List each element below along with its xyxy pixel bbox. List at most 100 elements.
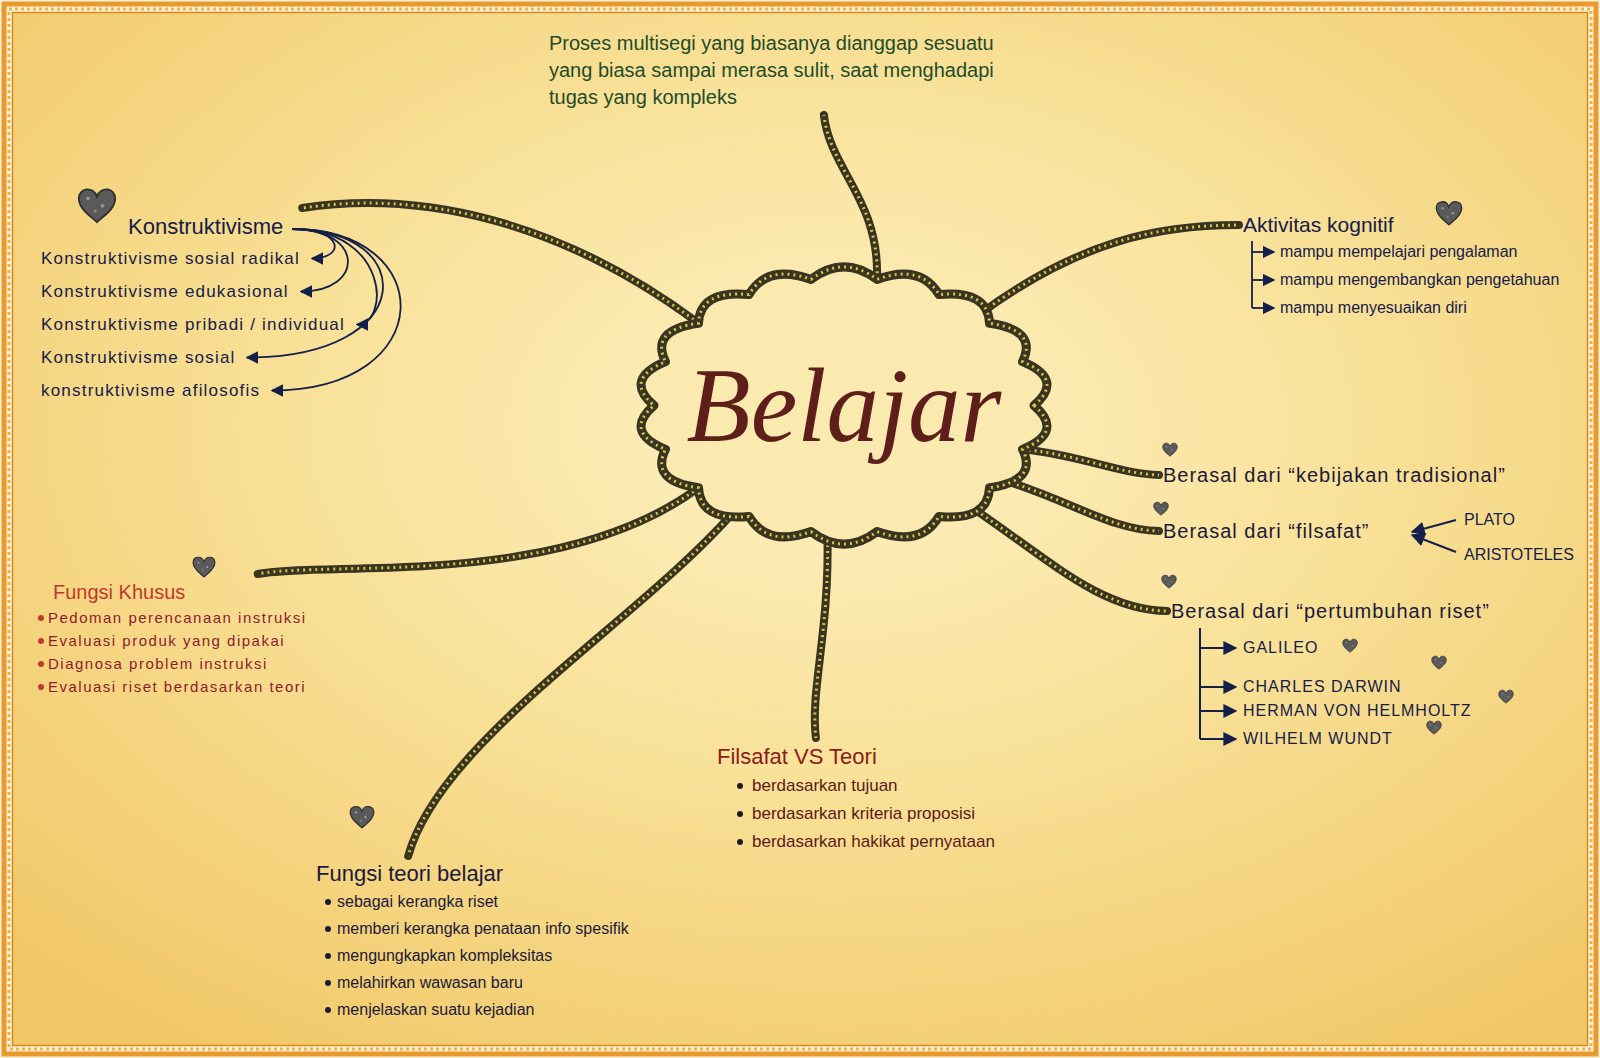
frame-ornament: [9, 9, 1591, 1049]
name-label: CHARLES DARWIN: [1243, 677, 1402, 697]
name-label: GALILEO: [1243, 638, 1318, 658]
label-text: ARISTOTELES: [1464, 546, 1574, 563]
branch-glitter: [978, 225, 1239, 315]
item-row: Konstruktivisme sosial: [41, 341, 345, 374]
heart-icon: [79, 189, 115, 222]
frame-inner: [13, 13, 1588, 1046]
heading-row: Filsafat VS Teori: [717, 742, 995, 772]
branch-stroke: [824, 115, 877, 279]
item-text: menjelaskan suatu kejadian: [337, 996, 534, 1023]
heading-row: Proses multisegi yang biasanya dianggap …: [549, 30, 1039, 111]
item-row: sebagai kerangka riset: [316, 888, 629, 915]
branch-glitter: [1023, 449, 1160, 475]
item-text: mengungkapkan kompleksitas: [337, 942, 552, 969]
heart-icon: [1343, 639, 1358, 652]
item-text: mampu mengembangkan pengetahuan: [1280, 266, 1559, 294]
branch-connector: [258, 488, 699, 574]
item-text: Pedoman perencanaan instruksi: [48, 606, 307, 629]
branch-connector: [408, 510, 735, 856]
bullet-dot: [737, 811, 743, 817]
item-row: melahirkan wawasan baru: [316, 969, 629, 996]
heart-icon: [1427, 721, 1442, 734]
branch-item: Berasal dari “kebijakan tradisional”: [1159, 458, 1510, 492]
item-row: berdasarkan kriteria proposisi: [717, 800, 995, 828]
heading-text: Konstruktivisme: [128, 212, 283, 242]
item-row: konstruktivisme afilosofis: [41, 374, 345, 407]
bracket-arrow: [1252, 251, 1274, 253]
branch-connector: [1023, 449, 1160, 475]
cloud-fill: [641, 267, 1047, 544]
heading-text: Berasal dari “pertumbuhan riset”: [1171, 598, 1490, 624]
item-row: Diagnosa problem instruksi: [36, 652, 307, 675]
fork-spine: [1199, 628, 1201, 739]
item-row: mampu menyesuaikan diri: [1243, 294, 1559, 322]
heading-row: Fungsi teori belajar: [316, 860, 629, 888]
branch-group: Fungsi KhususPedoman perencanaan instruk…: [32, 574, 311, 702]
branch-connector: [1000, 479, 1159, 531]
bracket-spine: [1251, 241, 1253, 308]
bullet-dot: [325, 1007, 331, 1013]
heart-icon: [1154, 502, 1169, 515]
heading-text: Filsafat VS Teori: [717, 742, 877, 772]
heading-text: Proses multisegi yang biasanya dianggap …: [549, 30, 1039, 111]
heading-row: Berasal dari “filsafat”: [1163, 518, 1369, 544]
item-text: mampu menyesuaikan diri: [1280, 294, 1467, 322]
item-text: Konstruktivisme sosial: [41, 341, 236, 374]
heart-icon: [193, 557, 215, 577]
label-text: HERMAN VON HELMHOLTZ: [1243, 702, 1472, 719]
branch-connector: [302, 203, 698, 323]
bullet-dot: [38, 684, 44, 690]
heading-row: Aktivitas kognitif: [1243, 212, 1559, 238]
bracket-arrow: [1252, 307, 1274, 309]
item-row: berdasarkan tujuan: [717, 772, 995, 800]
item-row: mengungkapkan kompleksitas: [316, 942, 629, 969]
bracket-arrow: [1252, 279, 1274, 281]
item-row: mampu mengembangkan pengetahuan: [1243, 266, 1559, 294]
bullet-dot: [325, 899, 331, 905]
fork-arrow: [1200, 647, 1236, 649]
bullet-dot: [325, 980, 331, 986]
item-row: menjelaskan suatu kejadian: [316, 996, 629, 1023]
item-text: berdasarkan tujuan: [752, 772, 898, 800]
heading-text: Berasal dari “filsafat”: [1163, 518, 1369, 544]
definition-note: Proses multisegi yang biasanya dianggap …: [545, 26, 1043, 115]
item-row: mampu mempelajari pengalaman: [1243, 238, 1559, 266]
item-text: konstruktivisme afilosofis: [41, 374, 260, 407]
item-text: Konstruktivisme sosial radikal: [41, 242, 300, 275]
branch-connector: [978, 225, 1239, 315]
branch-group: Filsafat VS Teoriberdasarkan tujuanberda…: [713, 738, 999, 860]
label-text: GALILEO: [1243, 639, 1318, 656]
branch-connector: [815, 533, 828, 738]
branch-stroke: [408, 510, 735, 856]
bracket-arrow: [292, 229, 377, 325]
frame-outer: [4, 4, 1596, 1054]
item-row: memberi kerangka penataan info spesifik: [316, 915, 629, 942]
item-text: Konstruktivisme pribadi / individual: [41, 308, 345, 341]
bullet-dot: [737, 839, 743, 845]
item-row: Evaluasi riset berdasarkan teori: [36, 675, 307, 698]
heading-text: Berasal dari “kebijakan tradisional”: [1163, 462, 1506, 488]
cloud-inner: Belajar: [612, 245, 1076, 566]
label-text: WILHELM WUNDT: [1243, 730, 1393, 747]
branch-stroke: [815, 533, 828, 738]
item-text: sebagai kerangka riset: [337, 888, 498, 915]
branch-glitter: [302, 203, 698, 323]
branch-group: KonstruktivismeKonstruktivisme sosial ra…: [37, 208, 349, 411]
heart-icon: [1499, 690, 1514, 703]
leader-arrow: [1412, 520, 1456, 532]
item-text: berdasarkan hakikat pernyataan: [752, 828, 995, 856]
branch-glitter: [815, 533, 828, 738]
central-title: Belajar: [687, 345, 1002, 466]
item-row: berdasarkan hakikat pernyataan: [717, 828, 995, 856]
item-row: Konstruktivisme pribadi / individual: [41, 308, 345, 341]
heart-icon: [1163, 443, 1178, 456]
item-row: Evaluasi produk yang dipakai: [36, 629, 307, 652]
branch-glitter: [966, 504, 1167, 611]
label-text: PLATO: [1464, 511, 1515, 528]
heading-text: Fungsi Khusus: [53, 578, 185, 606]
name-label: PLATO: [1464, 510, 1515, 530]
item-text: memberi kerangka penataan info spesifik: [337, 915, 629, 942]
bullet-dot: [38, 661, 44, 667]
bullet-dot: [737, 783, 743, 789]
branch-glitter: [408, 510, 735, 856]
